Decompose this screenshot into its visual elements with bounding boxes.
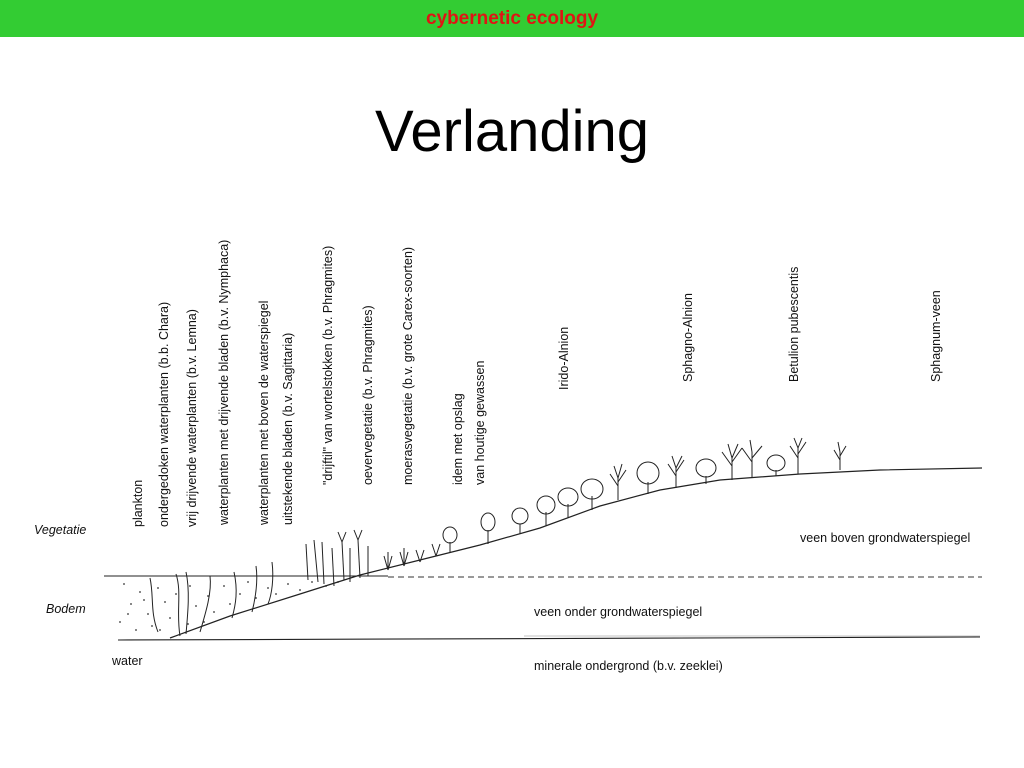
banner-title: cybernetic ecology xyxy=(425,8,599,29)
woody-vegetation xyxy=(442,437,847,552)
reed-plants xyxy=(305,529,369,587)
stage-label: plankton xyxy=(131,480,145,527)
stage-label: oevervegetatie (b.v. Phragmites) xyxy=(361,305,375,485)
layer-label-mineral: minerale ondergrond (b.v. zeeklei) xyxy=(534,659,723,673)
stage-label: "drijftil" van wortelstokken (b.v. Phrag… xyxy=(321,246,335,485)
zone-label-vegetatie: Vegetatie xyxy=(34,523,86,537)
stage-label: moerasvegetatie (b.v. grote Carex-soorte… xyxy=(401,247,415,485)
stage-label: Sphagnum-veen xyxy=(929,290,943,382)
sedge-plants xyxy=(383,543,441,571)
stage-label: waterplanten met boven de waterspiegel xyxy=(257,301,271,526)
mineral-boundary-line xyxy=(117,636,981,641)
layer-label-peat-below: veen onder grondwaterspiegel xyxy=(534,605,702,619)
stage-label: Sphagno-Alnion xyxy=(681,293,695,382)
slide-title: Verlanding xyxy=(374,99,650,164)
sediment-stipple xyxy=(119,581,339,631)
stage-label: vrij drijvende waterplanten (b.v. Lemna) xyxy=(185,309,199,527)
stage-label: van houtige gewassen xyxy=(473,361,487,485)
zone-label-water: water xyxy=(111,654,143,668)
zone-label-bodem: Bodem xyxy=(46,602,86,616)
stage-label: ondergedoken waterplanten (b.b. Chara) xyxy=(157,302,171,527)
layer-label-peat-above: veen boven grondwaterspiegel xyxy=(800,531,970,545)
stage-label: uitstekende bladen (b.v. Sagittaria) xyxy=(281,333,295,525)
submerged-plants xyxy=(149,561,274,637)
stage-label: Betulion pubescentis xyxy=(787,267,801,382)
top-banner: cybernetic ecology xyxy=(0,0,1024,37)
stage-label: waterplanten met drijvende bladen (b.v. … xyxy=(217,240,231,526)
stage-label: idem met opslag xyxy=(451,393,465,485)
peat-surface-profile xyxy=(169,467,983,639)
stage-label: Irido-Alnion xyxy=(557,327,571,390)
